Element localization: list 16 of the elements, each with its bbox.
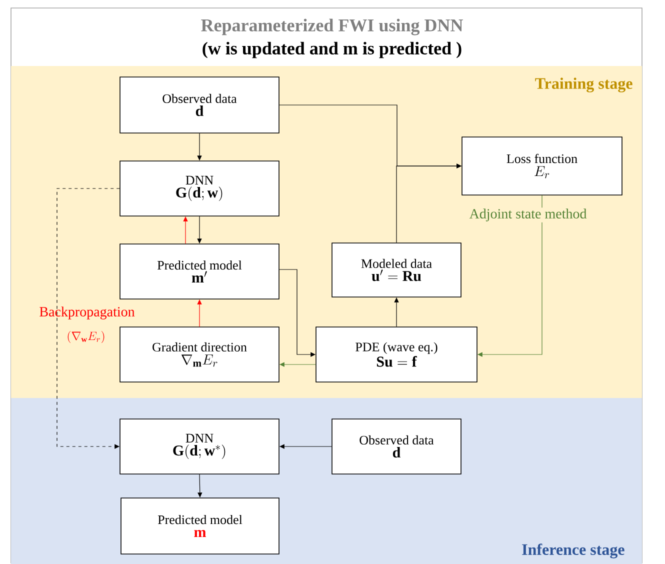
process-box: PDE (wave eq.) $\mathbf{S}\mathbf{u} = \mathbf{f}$ xyxy=(316,326,478,382)
arrow xyxy=(56,188,120,449)
process-box: Observed data $\mathbf{d}$ xyxy=(332,418,462,474)
process-box: Modeled data $\mathbf{u}' = \mathbf{R}\mathbf{u}$ xyxy=(332,242,462,298)
subtitle: (w is updated and m is predicted ) xyxy=(202,42,462,58)
title: Reparameterized FWI using DNN xyxy=(201,18,463,36)
process-box: Predicted model $\mathbf{m}'$ xyxy=(120,244,280,300)
process-box: DNN $\mathbf{G}(\mathbf{d};\mathbf{w}^{*})$ xyxy=(120,418,280,474)
edge-label: Adjoint state method xyxy=(468,208,588,222)
process-box: Gradient direction $\nabla_{\mathbf{m}}E_r$ xyxy=(120,326,280,382)
process-box: Predicted model $\mathbf{m}$ xyxy=(120,498,280,554)
annotation: Backpropagation xyxy=(40,306,135,320)
process-box: Loss function $E_r$ xyxy=(462,136,622,196)
process-box: Observed data $\mathbf{d}$ xyxy=(120,76,280,134)
process-box: DNN $\mathbf{G}(\mathbf{d};\mathbf{w})$ xyxy=(120,160,280,216)
annotation: $(\nabla_{\mathbf{w}}E_r)$ xyxy=(68,331,104,343)
